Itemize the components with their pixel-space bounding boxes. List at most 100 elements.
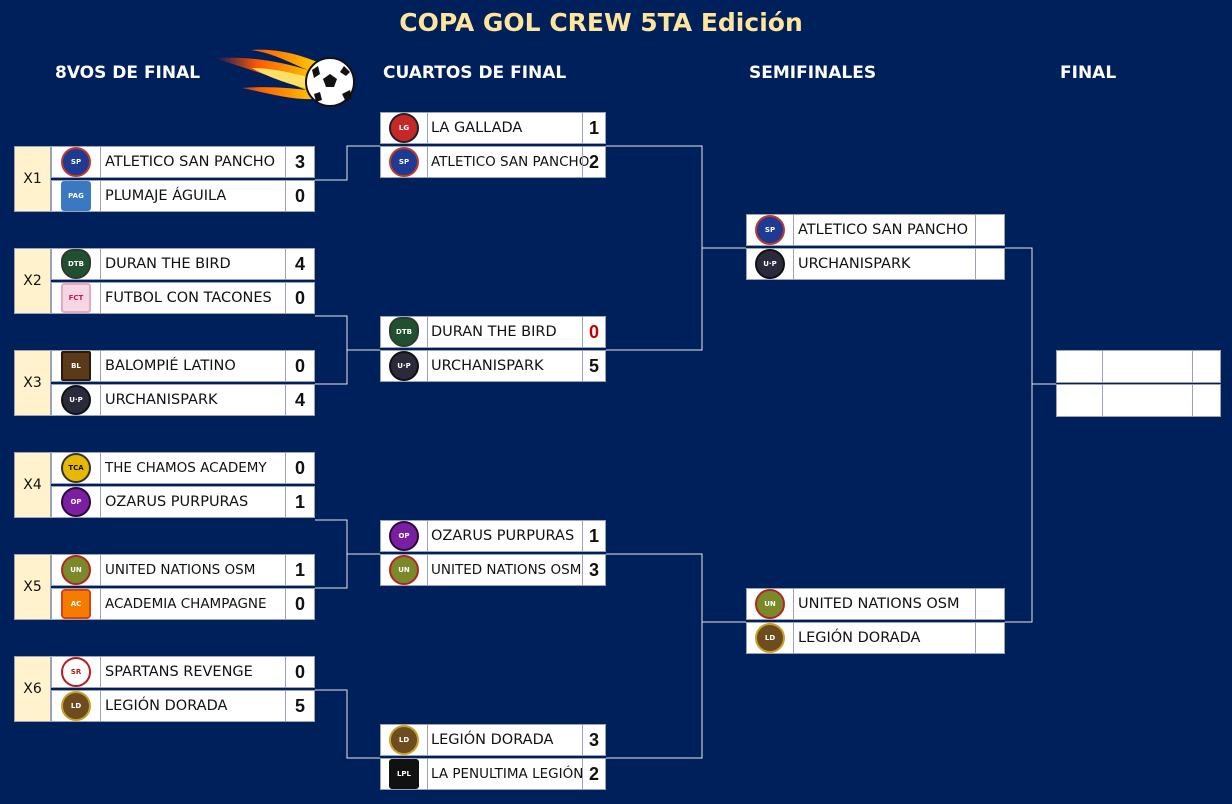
- team-row[interactable]: UN UNITED NATIONS OSM 3: [380, 554, 606, 586]
- team-logo-icon: U·P: [61, 385, 91, 415]
- team-score: 2: [582, 147, 605, 177]
- team-score: 2: [582, 759, 605, 789]
- team-score: 3: [582, 725, 605, 755]
- team-name: OZARUS PURPURAS: [105, 494, 249, 510]
- team-row[interactable]: OP OZARUS PURPURAS 1: [51, 486, 315, 518]
- quarterfinal-match-3: OP OZARUS PURPURAS 1 UN UNITED NATIONS O…: [380, 520, 606, 586]
- team-row[interactable]: FCT FUTBOL CON TACONES 0: [51, 282, 315, 314]
- quarterfinal-match-4: LD LEGIÓN DORADA 3 LPL LA PENULTIMA LEGI…: [380, 724, 606, 790]
- team-name: DURAN THE BIRD: [105, 256, 231, 272]
- quarterfinal-match-2: DTB DURAN THE BIRD 0 U·P URCHANISPARK 5: [380, 316, 606, 382]
- team-row[interactable]: AC ACADEMIA CHAMPAGNE 0: [51, 588, 315, 620]
- team-name: LA GALLADA: [431, 120, 523, 136]
- match-seed-label: X3: [14, 350, 51, 416]
- team-logo-icon: LD: [755, 623, 785, 653]
- team-logo-icon: LG: [389, 113, 419, 143]
- round-label-semifinals: SEMIFINALES: [749, 63, 877, 83]
- team-row[interactable]: DTB DURAN THE BIRD 4: [51, 248, 315, 280]
- team-logo-icon: OP: [61, 487, 91, 517]
- team-logo-icon: SP: [755, 215, 785, 245]
- team-name: OZARUS PURPURAS: [431, 528, 575, 544]
- team-score: 0: [285, 283, 314, 313]
- team-score: 0: [285, 453, 314, 483]
- team-name: THE CHAMOS ACADEMY: [105, 460, 267, 476]
- team-name: BALOMPIÉ LATINO: [105, 358, 236, 374]
- team-logo-icon: TCA: [61, 453, 91, 483]
- team-logo-icon: FCT: [61, 283, 91, 313]
- team-row[interactable]: U·P URCHANISPARK: [746, 248, 1005, 280]
- team-row[interactable]: SP ATLETICO SAN PANCHO: [746, 214, 1005, 246]
- team-name: PLUMAJE ÁGUILA: [105, 188, 227, 204]
- team-name: ATLETICO SAN PANCHO: [105, 154, 276, 170]
- team-score: 4: [285, 385, 314, 415]
- team-name: LA PENULTIMA LEGIÓN: [431, 766, 584, 782]
- team-row[interactable]: PAG PLUMAJE ÁGUILA 0: [51, 180, 315, 212]
- team-logo-icon: U·P: [389, 351, 419, 381]
- team-row[interactable]: TCA THE CHAMOS ACADEMY 0: [51, 452, 315, 484]
- team-row[interactable]: U·P URCHANISPARK 5: [380, 350, 606, 382]
- team-name: URCHANISPARK: [798, 256, 911, 272]
- team-row[interactable]: LD LEGIÓN DORADA: [746, 622, 1005, 654]
- team-logo-icon: DTB: [389, 317, 419, 347]
- team-logo-icon: SP: [389, 147, 419, 177]
- team-score: 5: [285, 691, 314, 721]
- team-score: 1: [285, 487, 314, 517]
- team-score: 0: [285, 181, 314, 211]
- team-logo-icon: U·P: [755, 249, 785, 279]
- team-score: 1: [285, 555, 314, 585]
- round-of-16-match-3: X3 BL BALOMPIÉ LATINO 0 U·P URCHANISPARK…: [14, 350, 315, 416]
- team-score: 3: [285, 147, 314, 177]
- match-seed-label: X4: [14, 452, 51, 518]
- team-row[interactable]: UN UNITED NATIONS OSM 1: [51, 554, 315, 586]
- team-name: FUTBOL CON TACONES: [105, 290, 272, 306]
- team-name: UNITED NATIONS OSM: [105, 562, 256, 578]
- team-score: 5: [582, 351, 605, 381]
- team-row[interactable]: LG LA GALLADA 1: [380, 112, 606, 144]
- team-score: [975, 623, 1004, 653]
- team-name: LEGIÓN DORADA: [431, 732, 554, 748]
- team-row[interactable]: LD LEGIÓN DORADA 5: [51, 690, 315, 722]
- match-seed-label: X2: [14, 248, 51, 314]
- team-row[interactable]: UN UNITED NATIONS OSM: [746, 588, 1005, 620]
- final-slot-2[interactable]: [1056, 384, 1221, 417]
- team-row[interactable]: DTB DURAN THE BIRD 0: [380, 316, 606, 348]
- team-name: ATLETICO SAN PANCHO: [798, 222, 969, 238]
- team-logo-icon: SR: [61, 657, 91, 687]
- team-row[interactable]: SP ATLETICO SAN PANCHO 2: [380, 146, 606, 178]
- team-row[interactable]: LD LEGIÓN DORADA 3: [380, 724, 606, 756]
- team-name: UNITED NATIONS OSM: [431, 562, 582, 578]
- round-of-16-match-4: X4 TCA THE CHAMOS ACADEMY 0 OP OZARUS PU…: [14, 452, 315, 518]
- team-name: UNITED NATIONS OSM: [798, 596, 960, 612]
- team-name: URCHANISPARK: [431, 358, 544, 374]
- team-score: 1: [582, 113, 605, 143]
- team-row[interactable]: U·P URCHANISPARK 4: [51, 384, 315, 416]
- team-logo-icon: SP: [61, 147, 91, 177]
- semifinal-match-1: SP ATLETICO SAN PANCHO U·P URCHANISPARK: [746, 214, 1005, 280]
- team-score: 1: [582, 521, 605, 551]
- page-title: COPA GOL CREW 5TA Edición: [399, 8, 803, 37]
- quarterfinal-match-1: LG LA GALLADA 1 SP ATLETICO SAN PANCHO 2: [380, 112, 606, 178]
- team-logo-icon: PAG: [61, 181, 91, 211]
- team-name: SPARTANS REVENGE: [105, 664, 253, 680]
- team-score: [975, 249, 1004, 279]
- round-of-16-match-1: X1 SP ATLETICO SAN PANCHO 3 PAG PLUMAJE …: [14, 146, 315, 212]
- team-logo-icon: LD: [61, 691, 91, 721]
- team-logo-icon: BL: [61, 351, 91, 381]
- team-logo-icon: UN: [755, 589, 785, 619]
- team-row[interactable]: OP OZARUS PURPURAS 1: [380, 520, 606, 552]
- final-slot-1[interactable]: [1056, 350, 1221, 383]
- round-label-round-of-16: 8VOS DE FINAL: [55, 63, 201, 83]
- team-row[interactable]: SP ATLETICO SAN PANCHO 3: [51, 146, 315, 178]
- team-name: DURAN THE BIRD: [431, 324, 557, 340]
- team-row[interactable]: LPL LA PENULTIMA LEGIÓN 2: [380, 758, 606, 790]
- team-score: 0: [582, 317, 605, 347]
- team-score: 3: [582, 555, 605, 585]
- team-row[interactable]: BL BALOMPIÉ LATINO 0: [51, 350, 315, 382]
- team-row[interactable]: SR SPARTANS REVENGE 0: [51, 656, 315, 688]
- team-name: LEGIÓN DORADA: [105, 698, 228, 714]
- team-logo-icon: LPL: [389, 759, 419, 789]
- round-of-16-match-5: X5 UN UNITED NATIONS OSM 1 AC ACADEMIA C…: [14, 554, 315, 620]
- team-score: 4: [285, 249, 314, 279]
- team-name: ATLETICO SAN PANCHO: [431, 154, 590, 170]
